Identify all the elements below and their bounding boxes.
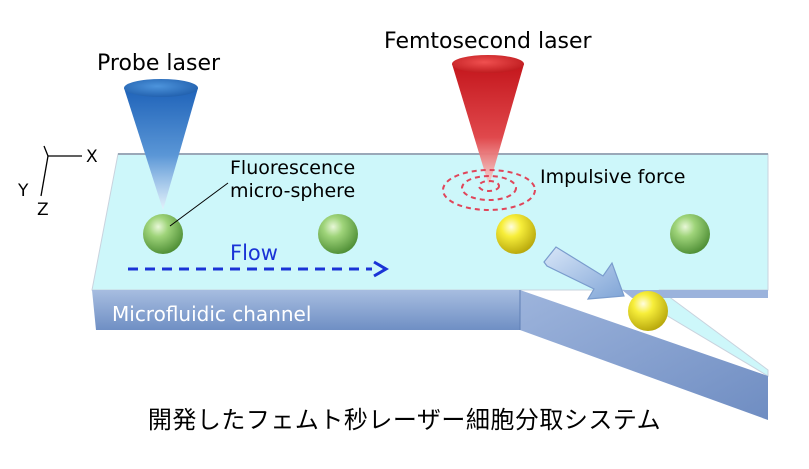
probe-laser-label: Probe laser	[97, 51, 221, 76]
axis-z-label: Z	[37, 200, 49, 220]
microfluidic-channel	[91, 153, 769, 420]
channel-front-wall	[92, 290, 520, 330]
femtosecond-laser-label: Femtosecond laser	[384, 29, 593, 54]
micro-spheres	[143, 214, 710, 331]
axis-x-label: X	[86, 147, 98, 167]
microfluidic-channel-label: Microfluidic channel	[112, 302, 311, 326]
green-sphere-3	[670, 214, 710, 254]
flow-label: Flow	[230, 241, 278, 265]
axis-y-label: Y	[17, 181, 29, 201]
green-sphere-1	[143, 214, 183, 254]
fluorescence-label-line2: micro-sphere	[230, 180, 355, 202]
green-sphere-2	[318, 214, 358, 254]
yellow-sphere-2	[628, 291, 668, 331]
sorting-direction-arrow	[543, 246, 625, 300]
fluorescence-label-line1: Fluorescence	[230, 157, 355, 179]
caption: 開発したフェムト秒レーザー細胞分取システム	[147, 406, 662, 434]
impulsive-force-label: Impulsive force	[540, 166, 686, 188]
fluorescence-leader-line	[169, 182, 229, 227]
axis-indicator	[40, 145, 82, 197]
flow-arrow	[128, 260, 389, 278]
impulsive-force-rings	[442, 169, 536, 211]
femtosecond-laser-beam	[452, 55, 524, 186]
yellow-sphere-1	[496, 214, 536, 254]
channel-branch-wall	[520, 290, 768, 420]
probe-laser-beam	[124, 79, 198, 210]
